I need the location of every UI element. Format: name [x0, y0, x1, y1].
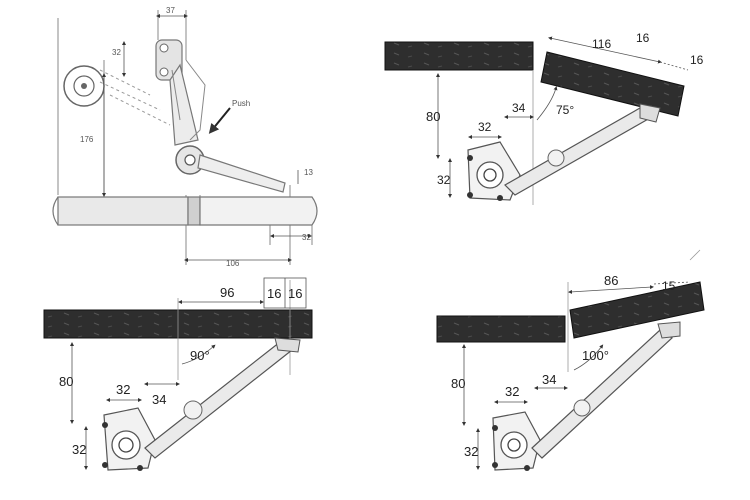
- dim-base-label: 32: [464, 444, 478, 459]
- panel-bottom-left: 96 16 16 80 32 34 32 90°: [43, 277, 313, 471]
- dim-upper-label: 32: [112, 48, 121, 57]
- dim-vertical-label: 80: [451, 376, 465, 391]
- tilted-lid: [540, 51, 685, 117]
- dim-length-label: 86: [604, 273, 618, 288]
- hinge-mechanism: [155, 39, 286, 193]
- dim-vertical-label: 80: [59, 374, 73, 389]
- wheel-icon: [63, 65, 105, 107]
- base-board: [52, 196, 318, 226]
- dim-a-label: 15: [662, 279, 676, 293]
- angle-label: 75°: [556, 103, 574, 117]
- dim-height-label: 176: [80, 135, 94, 144]
- angle-label: 100°: [582, 348, 609, 363]
- dim-a-label: 16: [636, 31, 650, 45]
- dim-b-label: 16: [288, 286, 302, 301]
- hinge-mechanism: [102, 337, 301, 471]
- dim-offset-label: 34: [512, 101, 526, 115]
- dim-horizontal-label: 32: [478, 120, 492, 134]
- dim-vertical-label: 80: [426, 109, 440, 124]
- hinge-mechanism: [467, 103, 661, 201]
- fixed-panel: [436, 315, 566, 343]
- panel-top-left: Push 37 32 176 13 32 106: [52, 6, 318, 268]
- dim-base-label: 32: [437, 173, 451, 187]
- dim-horizontal-label: 32: [116, 382, 130, 397]
- dim-offset-label: 34: [152, 392, 166, 407]
- hinge-mechanism: [492, 321, 681, 471]
- push-label: Push: [232, 99, 250, 108]
- dim-b-label: 16: [690, 53, 704, 67]
- dim-bottom-label: 106: [226, 259, 240, 268]
- panel-top-right: 116 16 16 80 32 34 32 75°: [384, 31, 704, 205]
- dim-right-label: 13: [304, 168, 313, 177]
- dim-a-label: 16: [267, 286, 281, 301]
- tilted-lid: [569, 281, 705, 339]
- panel-bottom-right: 86 15 80 32 34 32 100°: [436, 249, 705, 471]
- dim-horizontal-label: 32: [505, 384, 519, 399]
- fixed-panel: [384, 41, 534, 71]
- dim-top-label: 37: [166, 6, 175, 15]
- angle-label: 90°: [190, 348, 210, 363]
- dim-length-label: 96: [220, 285, 234, 300]
- dim-base-label: 32: [72, 442, 86, 457]
- dim-length-label: 116: [592, 37, 611, 51]
- dim-bottom-small-label: 32: [302, 233, 311, 242]
- dim-offset-label: 34: [542, 372, 556, 387]
